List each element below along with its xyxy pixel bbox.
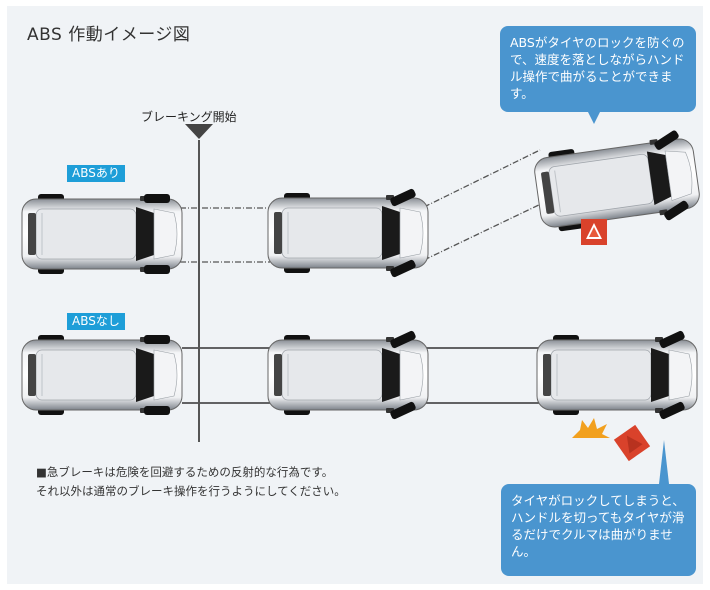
car-abs-off-start xyxy=(21,334,183,416)
car-abs-on-turned xyxy=(531,128,703,235)
abs-on-label: ABSあり xyxy=(67,165,125,182)
hit-cone-icon xyxy=(613,424,651,462)
brake-start-marker-icon xyxy=(185,124,213,139)
diagram-title: ABS 作動イメージ図 xyxy=(27,25,191,45)
note-text: ■急ブレーキは危険を回避するための反射的な行為です。 それ以外は通常のブレーキ操… xyxy=(36,463,346,501)
abs-off-trajectory xyxy=(182,347,540,404)
abs-on-trajectory xyxy=(180,149,546,263)
note-line-1: ■急ブレーキは危険を回避するための反射的な行為です。 xyxy=(36,465,334,479)
car-abs-off-mid xyxy=(267,329,429,421)
car-abs-on-mid xyxy=(267,187,429,279)
skid-burst-icon xyxy=(572,418,610,438)
brake-start-label: ブレーキング開始 xyxy=(141,110,237,124)
car-abs-on-start xyxy=(21,193,183,275)
callout-abs-off: タイヤがロックしてしまうと、ハンドルを切ってもタイヤが滑るだけでクルマは曲がりま… xyxy=(501,440,696,576)
brake-start-line xyxy=(198,140,200,442)
callout-abs-on: ABSがタイヤのロックを防ぐので、速度を落としながらハンドル操作で曲がることがで… xyxy=(500,26,696,124)
car-abs-off-end xyxy=(536,329,698,421)
abs-off-label: ABSなし xyxy=(67,313,125,330)
avoided-cone-icon xyxy=(581,219,607,245)
note-line-2: それ以外は通常のブレーキ操作を行うようにしてください。 xyxy=(36,484,346,498)
